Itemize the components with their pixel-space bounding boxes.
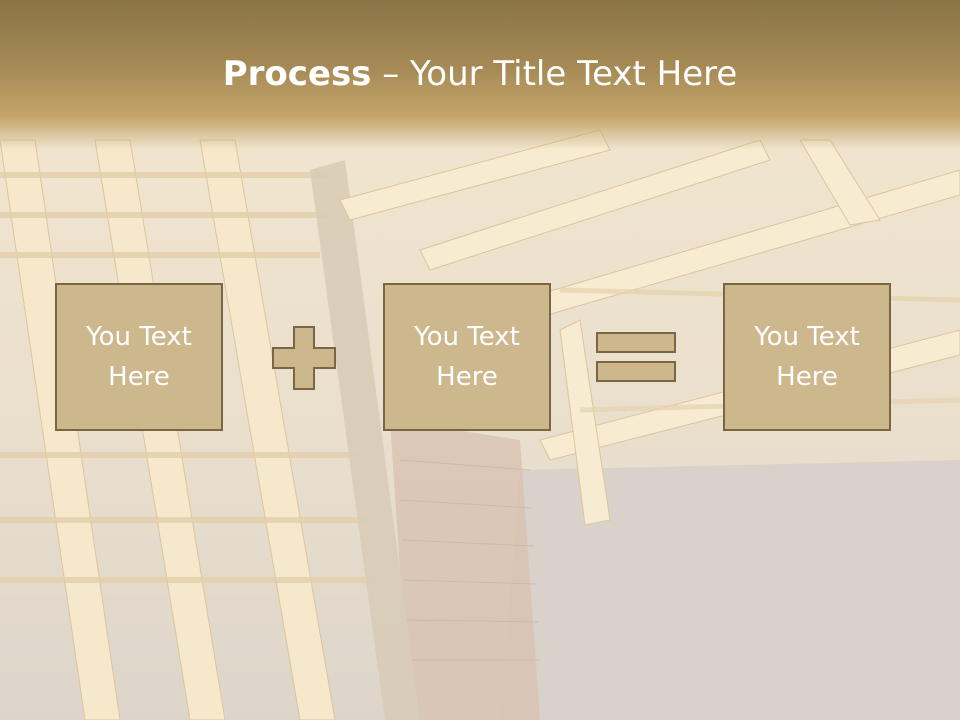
process-box-1-label: You Text Here — [86, 322, 192, 392]
process-box-1: You Text Here — [55, 283, 223, 431]
plus-icon — [272, 326, 336, 390]
process-box-2: You Text Here — [383, 283, 551, 431]
process-box-3-label: You Text Here — [754, 322, 860, 392]
process-box-2-label: You Text Here — [414, 322, 520, 392]
process-box-3: You Text Here — [723, 283, 891, 431]
title-bold: Process — [222, 54, 372, 94]
title-band — [0, 0, 960, 150]
equals-icon — [596, 332, 676, 382]
title-rest: – Your Title Text Here — [371, 54, 738, 94]
page-title: Process – Your Title Text Here — [0, 52, 960, 96]
